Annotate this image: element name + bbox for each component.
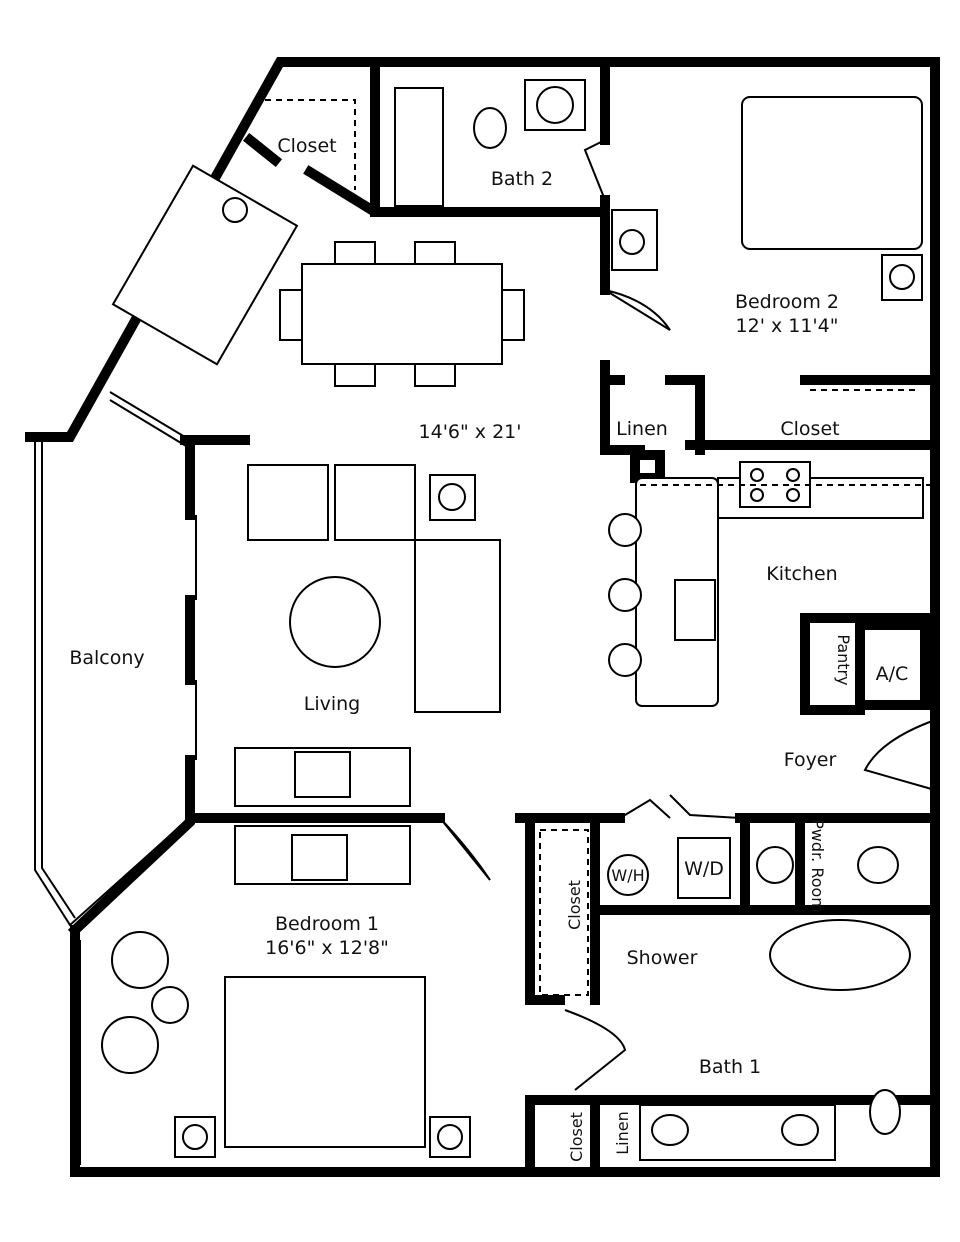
label-bath2: Bath 2 — [491, 168, 553, 190]
interior-walls — [185, 57, 940, 1170]
label-foyer: Foyer — [784, 749, 837, 771]
label-wh: W/H — [611, 866, 644, 885]
balcony-outline — [34, 391, 191, 927]
label-linen-bottom: Linen — [613, 1111, 632, 1154]
label-bedroom1: Bedroom 1 — [275, 913, 379, 935]
label-bedroom2-size: 12' x 11'4" — [736, 315, 839, 337]
furniture — [101, 79, 935, 1161]
doors[interactable] — [439, 139, 936, 1091]
label-main-size: 14'6" x 21' — [419, 421, 522, 443]
label-closet-vertical: Closet — [565, 880, 584, 930]
label-balcony: Balcony — [69, 647, 144, 669]
label-pwdr-room: Pwdr. Room — [808, 819, 827, 913]
label-linen-top: Linen — [616, 418, 668, 440]
label-kitchen: Kitchen — [766, 563, 837, 585]
label-ac: A/C — [876, 663, 909, 685]
label-bedroom2: Bedroom 2 — [735, 291, 839, 313]
room-labels: Closet Bath 2 Bedroom 2 12' x 11'4" 14'6… — [69, 135, 908, 1162]
label-closet-top: Closet — [277, 135, 336, 157]
label-living: Living — [304, 693, 361, 715]
label-pantry: Pantry — [834, 634, 853, 685]
label-shower: Shower — [627, 947, 698, 969]
label-wd: W/D — [684, 858, 724, 880]
label-closet-bed2: Closet — [780, 418, 839, 440]
label-closet-bottom: Closet — [567, 1112, 586, 1162]
label-bedroom1-size: 16'6" x 12'8" — [265, 937, 389, 959]
label-bath1: Bath 1 — [699, 1056, 761, 1078]
